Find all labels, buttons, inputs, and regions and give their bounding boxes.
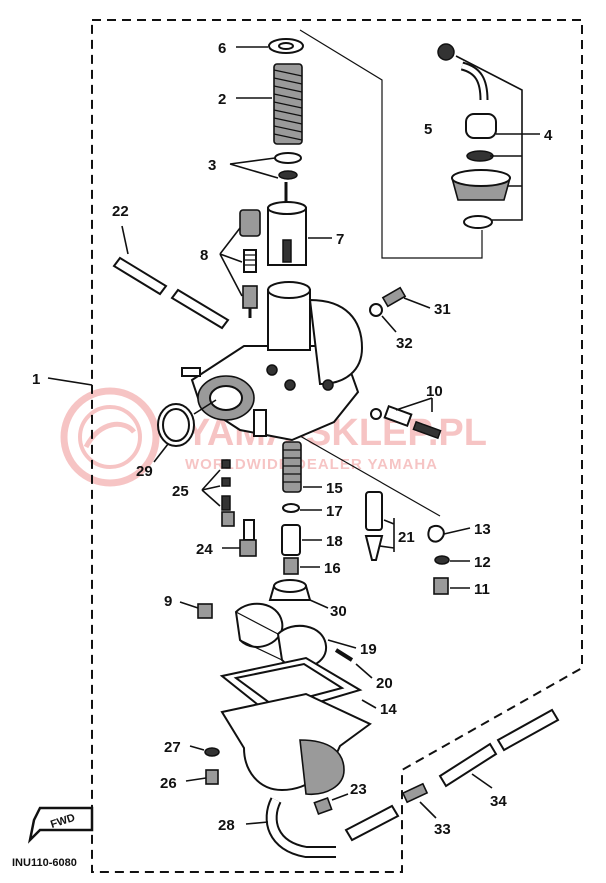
leader-1	[47, 377, 93, 386]
callout-17: 17	[326, 503, 343, 520]
callout-5: 5	[424, 121, 432, 138]
part-bowl-drain-screw	[313, 796, 333, 816]
callout-25: 25	[172, 483, 189, 500]
callout-20: 20	[376, 675, 393, 692]
callout-29: 29	[136, 463, 153, 480]
part-o-ring	[282, 503, 300, 513]
watermark-tagline: WORLDWIDE DEALER YAMAHA	[185, 456, 438, 473]
part-throttle-valve	[267, 182, 307, 266]
callout-13: 13	[474, 521, 491, 538]
callout-15: 15	[326, 480, 343, 497]
callout-8: 8	[200, 247, 208, 264]
part-pilot-screw	[370, 404, 442, 440]
part-washer	[268, 38, 304, 54]
callout-22: 22	[112, 203, 129, 220]
callout-31: 31	[434, 301, 451, 318]
part-hose-fitting	[401, 782, 429, 804]
callout-27: 27	[164, 739, 181, 756]
part-float	[234, 602, 328, 669]
callout-7: 7	[336, 231, 344, 248]
assembly-boundary	[91, 19, 583, 873]
part-jet-holder	[281, 524, 301, 556]
part-float-bowl	[219, 656, 372, 795]
part-spring-washer	[434, 555, 450, 565]
part-float-pin	[334, 648, 354, 662]
callout-19: 19	[360, 641, 377, 658]
callout-2: 2	[218, 91, 226, 108]
callout-1: 1	[32, 371, 40, 388]
part-pilot-jet	[364, 491, 384, 561]
callout-12: 12	[474, 554, 491, 571]
fwd-arrow-icon: FWD	[27, 806, 94, 844]
part-bypass-screw	[239, 519, 257, 557]
part-float-pin-screw	[197, 603, 213, 619]
part-spring	[273, 63, 303, 145]
callout-11: 11	[474, 581, 490, 598]
callout-34: 34	[490, 793, 507, 810]
part-drain-hose	[265, 797, 400, 858]
part-cable-bracket	[427, 524, 445, 543]
diagram-code: INU110-6080	[12, 857, 77, 869]
part-air-screw	[369, 286, 407, 317]
callout-21: 21	[398, 529, 415, 546]
callout-32: 32	[396, 335, 413, 352]
callout-10: 10	[426, 383, 443, 400]
callout-23: 23	[350, 781, 367, 798]
part-gasket	[157, 403, 195, 447]
part-starter-plunger	[239, 209, 261, 318]
part-needle-jet	[282, 441, 302, 493]
part-valve-seat	[268, 579, 312, 601]
callout-33: 33	[434, 821, 451, 838]
part-starter-jet	[221, 459, 235, 527]
part-carburetor-body	[181, 281, 364, 442]
part-overflow-hose	[438, 708, 560, 788]
part-drain-screw	[205, 769, 219, 785]
callout-16: 16	[324, 560, 341, 577]
callout-30: 30	[330, 603, 347, 620]
callout-26: 26	[160, 775, 177, 792]
callout-4: 4	[544, 127, 553, 144]
part-throttle-stop-screw	[433, 577, 449, 595]
callout-14: 14	[380, 701, 397, 718]
part-drain-washer	[204, 747, 220, 757]
callout-6: 6	[218, 40, 226, 57]
callout-9: 9	[164, 593, 172, 610]
part-main-jet	[283, 557, 299, 575]
part-needle-clip	[274, 152, 302, 180]
part-top-cap-assembly	[437, 43, 512, 229]
callout-24: 24	[196, 541, 213, 558]
part-vent-hose	[112, 256, 230, 330]
callout-28: 28	[218, 817, 235, 834]
callout-18: 18	[326, 533, 343, 550]
callout-numbers: 1 2 3 4 5 6 7 8 9 10 11 12 13 14 15 16 1…	[32, 40, 553, 838]
callout-3: 3	[208, 157, 216, 174]
watermark-logo-icon	[60, 387, 160, 487]
